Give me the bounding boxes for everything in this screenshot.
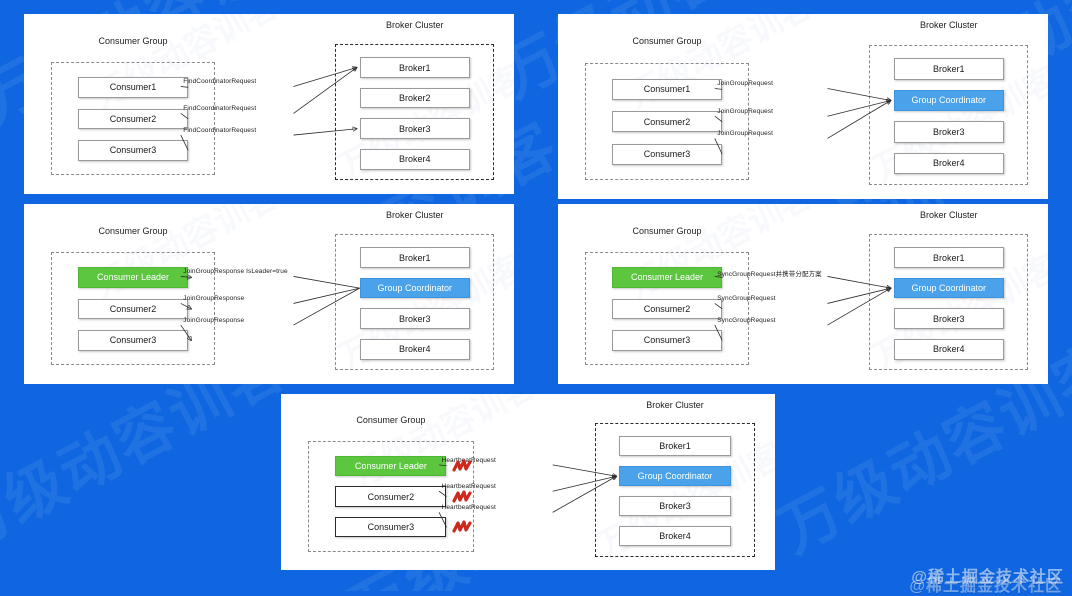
consumer-group-title: Consumer Group [632,225,702,236]
edge-label: FindCoordinatorRequest [183,104,257,112]
broker-cluster-title: Broker Cluster [920,210,978,221]
broker-cluster-title: Broker Cluster [386,210,444,221]
group-coordinator-node[interactable]: Group Coordinator [359,277,470,299]
consumer-leader-node[interactable]: Consumer Leader [77,267,189,288]
broker-node[interactable]: Broker3 [893,308,1004,330]
consumer-node[interactable]: Consumer3 [611,330,723,351]
consumer-group-container [584,63,750,180]
broker-cluster-container [869,44,1029,186]
broker-cluster-container [335,233,495,371]
broker-node[interactable]: Broker4 [359,339,470,360]
broker-node[interactable]: Broker3 [359,308,470,330]
connector-lines [180,14,514,151]
consumer-group-container [50,251,216,366]
edge-label: JoinGroupRequest [717,107,774,115]
group-coordinator-node[interactable]: Group Coordinator [619,466,731,487]
edge-label: FindCoordinatorRequest [183,77,257,85]
consumer-node[interactable]: Consumer2 [77,298,189,320]
consumer-group-title: Consumer Group [632,36,702,47]
broker-node[interactable]: Broker1 [893,247,1004,268]
broker-node[interactable]: Broker1 [893,58,1004,80]
broker-node[interactable]: Broker4 [359,149,470,170]
edge-label: JoinGroupResponse IsLeader=true [183,267,288,275]
consumer-node[interactable]: Consumer3 [335,517,447,538]
heartbeat-icon [452,459,474,473]
consumer-group-title: Consumer Group [356,415,426,426]
consumer-node[interactable]: Consumer3 [77,140,189,161]
broker-node[interactable]: Broker4 [893,152,1004,175]
broker-cluster-container [594,423,756,557]
group-coordinator-node[interactable]: Group Coordinator [893,89,1004,112]
edge-label: JoinGroupRequest [717,129,774,137]
broker-node[interactable]: Broker1 [359,57,470,78]
broker-node[interactable]: Broker3 [619,496,731,517]
edge-label: JoinGroupResponse [183,316,245,324]
broker-cluster-title: Broker Cluster [920,20,978,31]
consumer-group-title: Consumer Group [98,35,168,46]
consumer-node[interactable]: Consumer3 [611,143,723,165]
credit-watermark: @稀土掘金技术社区 @稀土掘金技术社区 [909,563,1064,595]
edge-label: SyncGroupRequest [717,294,776,302]
edge-label: HeartbeatRequest [441,456,496,464]
connector-lines [180,204,360,384]
edge-label: FindCoordinatorRequest [183,126,257,134]
broker-node[interactable]: Broker4 [893,339,1004,360]
broker-node[interactable]: Broker1 [619,436,731,457]
broker-cluster-container [869,233,1029,371]
broker-node[interactable]: Broker2 [359,87,470,109]
edge-label: SyncGroupRequest并携带分配方案 [717,270,822,278]
edge-label: JoinGroupRequest [717,79,774,87]
edge-label: SyncGroupRequest [717,316,776,324]
consumer-node[interactable]: Consumer2 [335,486,447,507]
credit-watermark-line2: @稀土掘金技术社区 [909,578,1062,595]
broker-cluster-container [335,43,495,181]
heartbeat-icon [452,520,474,534]
heartbeat-icon [452,489,474,504]
broker-cluster-title: Broker Cluster [646,400,704,411]
consumer-group-container [50,61,216,176]
broker-node[interactable]: Broker4 [619,526,731,547]
broker-node[interactable]: Broker3 [893,121,1004,143]
consumer-group-title: Consumer Group [98,225,168,236]
broker-node[interactable]: Broker1 [359,247,470,268]
consumer-leader-node[interactable]: Consumer Leader [611,267,723,288]
broker-node[interactable]: Broker3 [359,118,470,140]
edge-label: JoinGroupResponse [183,294,245,302]
connector-lines [438,464,775,528]
consumer-group-container [584,251,750,366]
credit-watermark-line1: @稀土掘金技术社区 [911,569,1064,586]
broker-cluster-title: Broker Cluster [386,20,444,31]
connector-lines [714,88,1048,155]
edge-label: HeartbeatRequest [441,482,496,490]
group-coordinator-node[interactable]: Group Coordinator [893,277,1004,299]
consumer-group-container [308,440,474,552]
edge-label: HeartbeatRequest [441,504,496,512]
connector-lines [714,276,1048,341]
